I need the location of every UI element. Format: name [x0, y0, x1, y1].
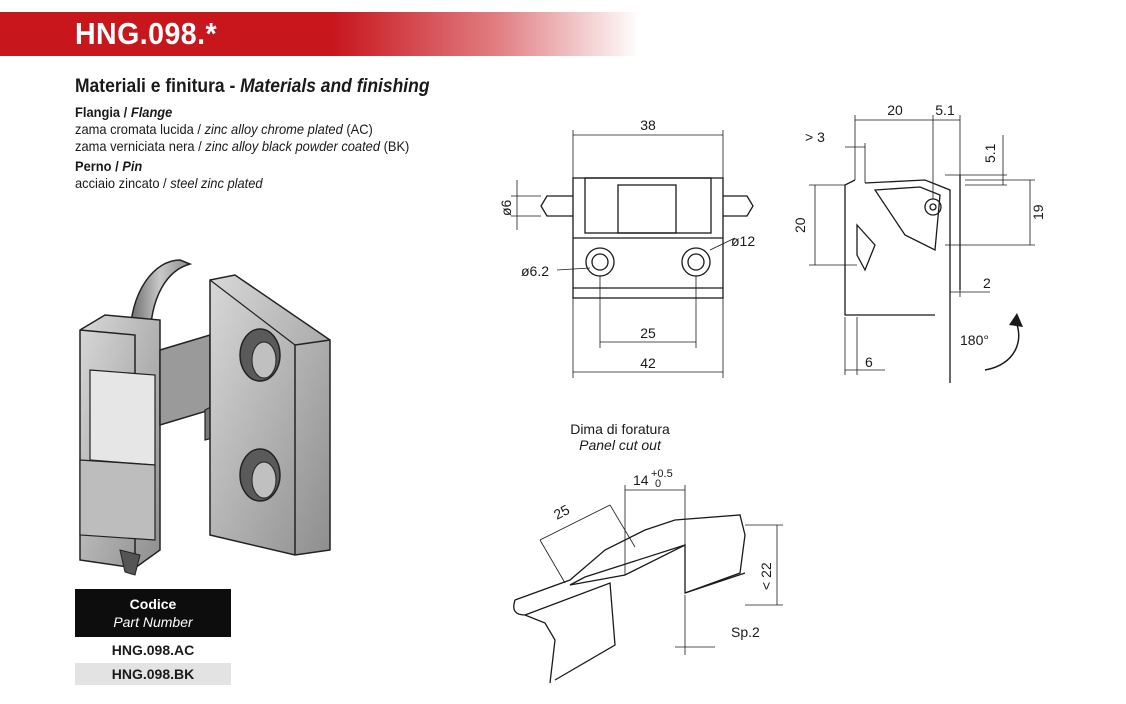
part-row-ac: HNG.098.AC [111, 642, 195, 658]
header-band [0, 12, 640, 56]
cutout-dim-25: 25 [551, 501, 572, 523]
cutout-caption-it: Dima di foratura [570, 421, 670, 437]
part-row-bk: HNG.098.BK [75, 663, 231, 685]
flange-finish-ac: zama cromata lucida / zinc alloy chrome … [75, 121, 373, 137]
cutout-caption-en: Panel cut out [579, 437, 661, 453]
part-number-header: Codice Part Number [75, 589, 231, 637]
dim-5-1-right: 5.1 [982, 143, 998, 163]
pin-finish: acciaio zincato / steel zinc plated [75, 175, 263, 191]
dim-boss-diameter: ø12 [731, 233, 755, 249]
dim-20-top: 20 [887, 102, 903, 118]
cutout-tol-plus: +0.5 [651, 468, 673, 480]
dim-gap: > 3 [805, 129, 825, 145]
rotation-label: 180° [960, 332, 989, 348]
cutout-caption: Dima di foratura Panel cut out [540, 421, 700, 453]
part-number-table: Codice Part Number HNG.098.AC HNG.098.BK [75, 589, 231, 685]
materials-heading: Materiali e finitura - Materials and fin… [75, 76, 430, 97]
front-view-drawing: 38 ø6 ø12 ø6.2 25 42 [498, 117, 755, 378]
dim-hole-spacing: 25 [640, 325, 656, 341]
cutout-dim-22: < 22 [758, 562, 774, 590]
materials-section: Materiali e finitura - Materials and fin… [75, 76, 515, 192]
hinge-3d-illustration [79, 259, 331, 576]
flange-label: Flangia / Flange [75, 104, 173, 120]
dim-total-width: 42 [640, 355, 656, 371]
dim-5-1-top: 5.1 [935, 102, 955, 118]
dim-20-left: 20 [792, 217, 808, 233]
side-view-drawing: 20 5.1 5.1 > 3 20 19 2 6 180° [792, 102, 1046, 383]
dim-hole-diameter: ø6.2 [521, 263, 549, 279]
cutout-tol-zero: 0 [655, 478, 661, 490]
dim-6-bottom: 6 [865, 354, 873, 370]
header-codice: Codice [129, 596, 177, 612]
dim-thickness: 2 [983, 275, 991, 291]
header-part-number: Part Number [113, 614, 193, 630]
flange-finish-bk: zama verniciata nera / zinc alloy black … [75, 138, 410, 154]
panel-cutout-drawing: 25 14 +0.5 0 < 22 Sp.2 [513, 468, 783, 684]
cutout-dim-sp: Sp.2 [731, 624, 760, 640]
product-code-title: HNG.098.* [75, 16, 218, 51]
dim-19-right: 19 [1030, 204, 1046, 220]
dim-38: 38 [640, 117, 656, 133]
dim-pin-diameter: ø6 [498, 199, 514, 216]
pin-label: Perno / Pin [75, 158, 143, 174]
cutout-dim-14: 14 [633, 472, 649, 488]
